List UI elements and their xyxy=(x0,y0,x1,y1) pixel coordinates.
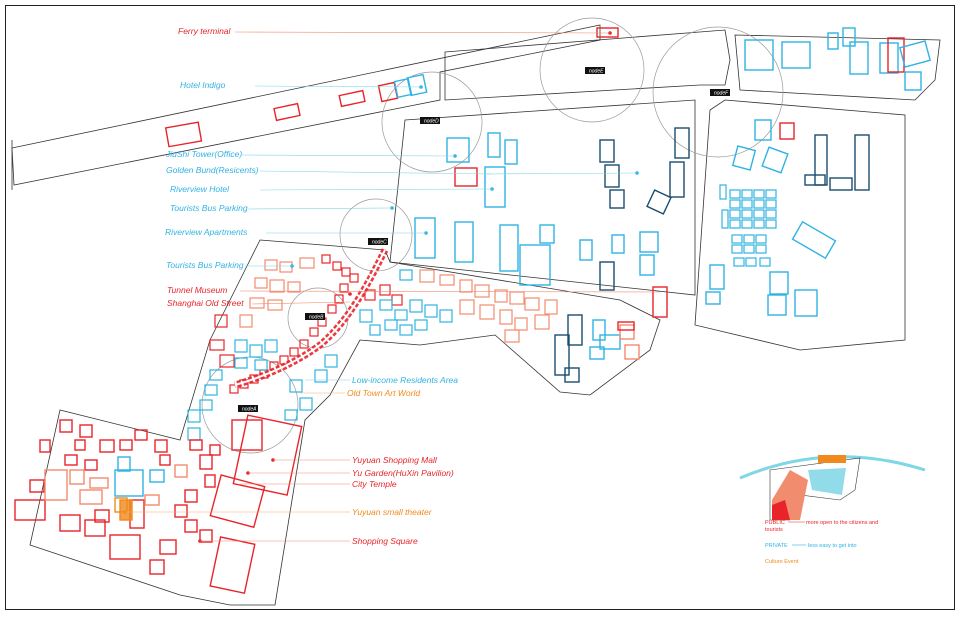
label-low-income-residents: Low-income Residents Area xyxy=(352,375,458,385)
node-tag-b: nodeB xyxy=(309,315,324,321)
legend-culture-label: Culture Event xyxy=(765,559,799,565)
buildings-riverside xyxy=(164,27,619,148)
node-circle-d xyxy=(381,71,483,173)
label-golden-bund: Golden Bund(Resicents) xyxy=(166,165,259,175)
label-tourists-bus-parking-2: Tourists Bus Parking xyxy=(166,260,244,270)
node-tags: nodeE nodeF nodeD nodeC nodeB nodeA xyxy=(238,67,730,413)
node-tag-d: nodeD xyxy=(424,119,439,125)
block-top-middle-outline xyxy=(444,29,731,101)
buildings-yuyuan xyxy=(14,414,303,595)
legend-private-patch xyxy=(808,468,846,495)
label-jiushi-tower: JiuShi Tower(Office) xyxy=(165,149,242,159)
label-hotel-indigo: Hotel Indigo xyxy=(180,80,226,90)
label-yuyuan-shopping-mall: Yuyuan Shopping Mall xyxy=(352,455,438,465)
legend-private-desc: less easy to get into xyxy=(808,543,857,549)
legend-private-label: PRIVATE xyxy=(765,543,788,549)
block-top-right-outline xyxy=(734,34,941,101)
label-yu-garden: Yu Garden(HuXin Pavilion) xyxy=(352,468,454,478)
node-circle-e xyxy=(539,17,645,123)
node-tag-e: nodeE xyxy=(589,69,604,75)
buildings-top-right xyxy=(744,27,932,91)
node-tag-f: nodeF xyxy=(714,91,729,97)
node-circles xyxy=(201,17,784,454)
leader-lines xyxy=(125,31,661,542)
label-shanghai-old-street: Shanghai Old Street xyxy=(167,298,244,308)
label-city-temple: City Temple xyxy=(352,479,397,489)
label-ferry-terminal: Ferry terminal xyxy=(178,26,232,36)
block-middle-outline xyxy=(389,99,696,296)
old-street-spine-inner xyxy=(234,249,386,386)
label-riverview-hotel: Riverview Hotel xyxy=(170,184,230,194)
map-frame xyxy=(5,5,955,610)
node-tag-c: nodeC xyxy=(372,240,387,246)
legend-public-desc: more open to the citizens and xyxy=(806,520,878,526)
label-tunnel-museum: Tunnel Museum xyxy=(167,285,227,295)
block-old-town-outline xyxy=(29,239,661,606)
block-right-outline xyxy=(694,99,906,351)
legend-culture-patch xyxy=(818,455,846,463)
label-riverview-apartments: Riverview Apartments xyxy=(165,227,248,237)
label-old-town-art-world: Old Town Art World xyxy=(347,388,420,398)
node-circle-f xyxy=(652,26,784,158)
legend-public-desc2: tourists xyxy=(765,527,783,533)
node-circle-b xyxy=(287,287,349,349)
buildings-middle xyxy=(414,127,690,318)
buildings-right xyxy=(705,119,870,317)
label-tourists-bus-parking-1: Tourists Bus Parking xyxy=(170,203,248,213)
legend-public-patch-core xyxy=(772,500,790,520)
label-yuyuan-small-theater: Yuyuan small theater xyxy=(352,507,433,517)
legend-public-label: PUBLIC xyxy=(765,520,785,526)
riverside-road-outline xyxy=(11,24,601,186)
label-shopping-square: Shopping Square xyxy=(352,536,418,546)
legend: PUBLIC more open to the citizens and tou… xyxy=(739,455,926,565)
buildings-dark-cluster xyxy=(554,314,640,383)
buildings-dense-cluster-right xyxy=(719,184,777,267)
node-circle-c xyxy=(339,198,413,272)
node-tag-a: nodeA xyxy=(242,407,257,413)
place-labels: Ferry terminal Hotel Indigo JiuShi Tower… xyxy=(165,26,458,546)
